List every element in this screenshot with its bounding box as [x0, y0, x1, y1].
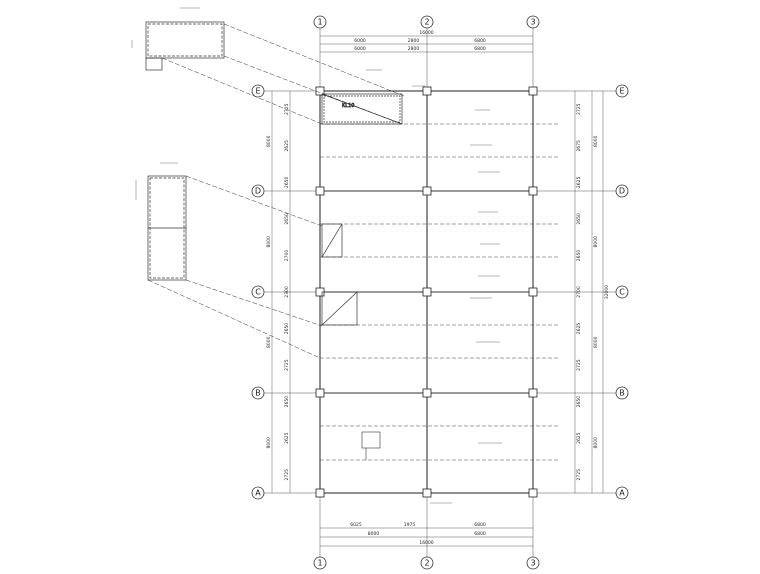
dimension-lines	[271, 35, 604, 547]
dim-left-0: 2725	[284, 103, 290, 115]
dim-bottom-r2-0: 8000	[368, 531, 380, 537]
grid-bubble-bottom-1: 1	[313, 556, 327, 570]
grid-bubble-bottom-3: 3	[526, 556, 540, 570]
svg-text:B: B	[255, 389, 261, 398]
dim-left-4: 2700	[284, 250, 290, 262]
grid-bubble-right-A: A	[615, 486, 629, 500]
grid-bubble-right-E: E	[615, 84, 629, 98]
grid-bubble-left-A: A	[251, 486, 265, 500]
dim-top-r1-1: 2800	[408, 38, 420, 44]
dim-right-bay-0: 8000	[593, 135, 599, 147]
dim-left-bay-1: 8000	[266, 236, 272, 248]
dim-right-2: 2625	[576, 177, 582, 189]
svg-text:D: D	[619, 187, 625, 196]
svg-text:D: D	[255, 187, 261, 196]
dim-left-5: 2300	[284, 286, 290, 298]
grid-bubble-bottom-2: 2	[420, 556, 434, 570]
stair-opening-middle	[321, 223, 358, 326]
svg-text:A: A	[255, 489, 261, 498]
grid-bubble-top-2: 2	[420, 15, 434, 29]
dim-left-3: 2650	[284, 213, 290, 225]
dim-right-10: 2725	[576, 469, 582, 481]
dim-top-total: 16000	[419, 30, 433, 36]
dim-left-1: 2625	[284, 140, 290, 152]
grid-bubble-top-3: 3	[526, 15, 540, 29]
svg-text:E: E	[255, 87, 260, 96]
grid-bubble-top-1: 1	[313, 15, 327, 29]
dim-left-10: 2725	[284, 469, 290, 481]
dim-bottom-r1-2: 6800	[474, 522, 486, 528]
svg-text:2: 2	[424, 559, 429, 568]
dim-right-total: 32000	[604, 285, 610, 299]
grid-bubble-right-C: C	[615, 285, 629, 299]
svg-text:1: 1	[317, 18, 322, 27]
dim-right-bay-3: 8000	[593, 437, 599, 449]
dim-bottom-r1-0: 6025	[350, 522, 362, 528]
stair-label: KL10	[342, 103, 354, 109]
dim-left-2: 2650	[284, 177, 290, 189]
dim-left-6: 2650	[284, 323, 290, 335]
dim-left-bay-0: 8000	[266, 135, 272, 147]
dim-top-r2-1: 2800	[408, 46, 420, 52]
grid-bubble-left-C: C	[251, 285, 265, 299]
detail-callout-top	[145, 21, 405, 125]
svg-text:C: C	[255, 288, 261, 297]
svg-text:A: A	[619, 489, 625, 498]
dim-right-bay-1: 8000	[593, 236, 599, 248]
dim-top-r2-0: 6000	[354, 46, 366, 52]
svg-text:B: B	[619, 389, 625, 398]
grid-bubble-left-E: E	[251, 84, 265, 98]
columns	[315, 86, 538, 498]
dim-right-3: 2650	[576, 213, 582, 225]
dim-bottom-total: 16000	[419, 540, 433, 546]
annotation-marks	[131, 7, 502, 504]
dim-left-9: 2625	[284, 432, 290, 444]
dim-right-8: 2650	[576, 396, 582, 408]
dim-bottom-r2-1: 6800	[474, 531, 486, 537]
dim-top-r1-2: 6800	[474, 38, 486, 44]
dim-top-r2-2: 6800	[474, 46, 486, 52]
dim-left-bay-2: 8000	[266, 336, 272, 348]
dim-left-7: 2725	[284, 359, 290, 371]
stair-opening-bottom	[361, 431, 381, 460]
dim-top-r1-0: 6000	[354, 38, 366, 44]
grid-bubble-right-D: D	[615, 184, 629, 198]
grid-bubble-left-B: B	[251, 386, 265, 400]
svg-text:E: E	[619, 87, 624, 96]
svg-text:3: 3	[530, 18, 535, 27]
dim-right-1: 2675	[576, 140, 582, 152]
dim-right-6: 2625	[576, 323, 582, 335]
svg-text:3: 3	[530, 559, 535, 568]
dim-right-9: 2625	[576, 432, 582, 444]
grid-bubble-left-D: D	[251, 184, 265, 198]
svg-text:C: C	[619, 288, 625, 297]
dim-right-5: 2700	[576, 286, 582, 298]
svg-text:1: 1	[317, 559, 322, 568]
dimension-labels: 16000 6000 6000 2800 2800 6800 6800 6025 1975 680…	[266, 30, 610, 546]
dim-left-8: 2650	[284, 396, 290, 408]
svg-text:2: 2	[424, 18, 429, 27]
dim-right-bay-2: 8000	[593, 336, 599, 348]
dim-right-7: 2725	[576, 359, 582, 371]
dim-right-4: 2650	[576, 250, 582, 262]
grid-bubble-right-B: B	[615, 386, 629, 400]
detail-callout-middle	[147, 175, 323, 359]
dim-bottom-r1-1: 1975	[404, 522, 416, 528]
dim-left-bay-3: 8000	[266, 437, 272, 449]
dim-right-0: 2725	[576, 103, 582, 115]
